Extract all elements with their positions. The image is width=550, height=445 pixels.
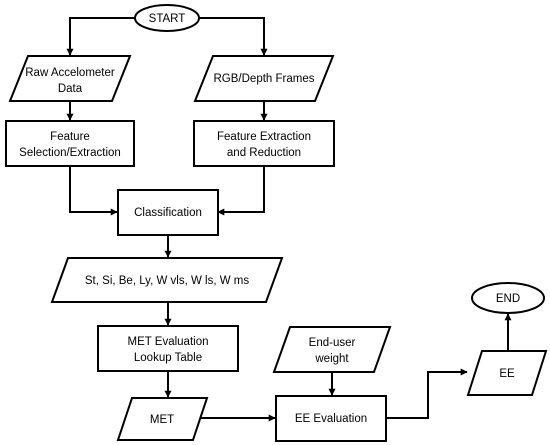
feature-selection-extraction-node: Feature Selection/Extraction <box>5 120 135 167</box>
classification-label: Classification <box>134 207 202 219</box>
ee-node: EE <box>466 350 548 396</box>
edge-feature-sel-to-classification <box>69 166 118 216</box>
edge-start-to-rgb-depth <box>198 17 268 56</box>
met-evaluation-lookup-table-node: MET Evaluation Lookup Table <box>97 325 239 372</box>
start-node: START <box>134 4 200 32</box>
met-label: MET <box>150 414 174 426</box>
edge-start-to-raw-accel <box>66 17 135 56</box>
raw-accelerometer-data-line-1: Raw Accelometer <box>25 67 115 79</box>
raw-accelerometer-data-node: Raw Accelometer Data <box>8 55 132 102</box>
ee-label: EE <box>499 368 515 380</box>
feature-extraction-reduction-line-1: Feature Extraction <box>217 131 311 143</box>
edge-ee-evaluation-to-ee <box>387 368 468 419</box>
activities-label: St, Si, Be, Ly, W vls, W ls, W ms <box>85 275 249 287</box>
feature-extraction-reduction-node: Feature Extraction and Reduction <box>193 120 335 167</box>
start-label: START <box>149 13 186 25</box>
rgb-depth-frames-node: RGB/Depth Frames <box>193 55 335 102</box>
activities-node: St, Si, Be, Ly, W vls, W ls, W ms <box>50 257 284 303</box>
feature-extraction-reduction-line-2: and Reduction <box>227 147 301 159</box>
end-user-weight-line-2: weight <box>314 353 349 365</box>
rgb-depth-frames-label: RGB/Depth Frames <box>214 73 315 85</box>
feature-selection-extraction-line-1: Feature <box>50 131 90 143</box>
met-evaluation-lookup-table-line-2: Lookup Table <box>134 352 202 364</box>
raw-accelerometer-data-line-2: Data <box>58 83 83 95</box>
classification-node: Classification <box>117 189 219 236</box>
ee-evaluation-label: EE Evaluation <box>295 413 367 425</box>
ee-evaluation-node: EE Evaluation <box>275 395 387 442</box>
edge-feature-ext-to-classification <box>217 166 265 216</box>
met-evaluation-lookup-table-line-1: MET Evaluation <box>128 336 209 348</box>
end-label: END <box>496 293 520 305</box>
met-node: MET <box>116 397 209 441</box>
end-user-weight-node: End-user weight <box>272 326 392 373</box>
feature-selection-extraction-line-2: Selection/Extraction <box>19 147 121 159</box>
end-node: END <box>471 282 545 314</box>
end-user-weight-line-1: End-user <box>309 337 356 349</box>
